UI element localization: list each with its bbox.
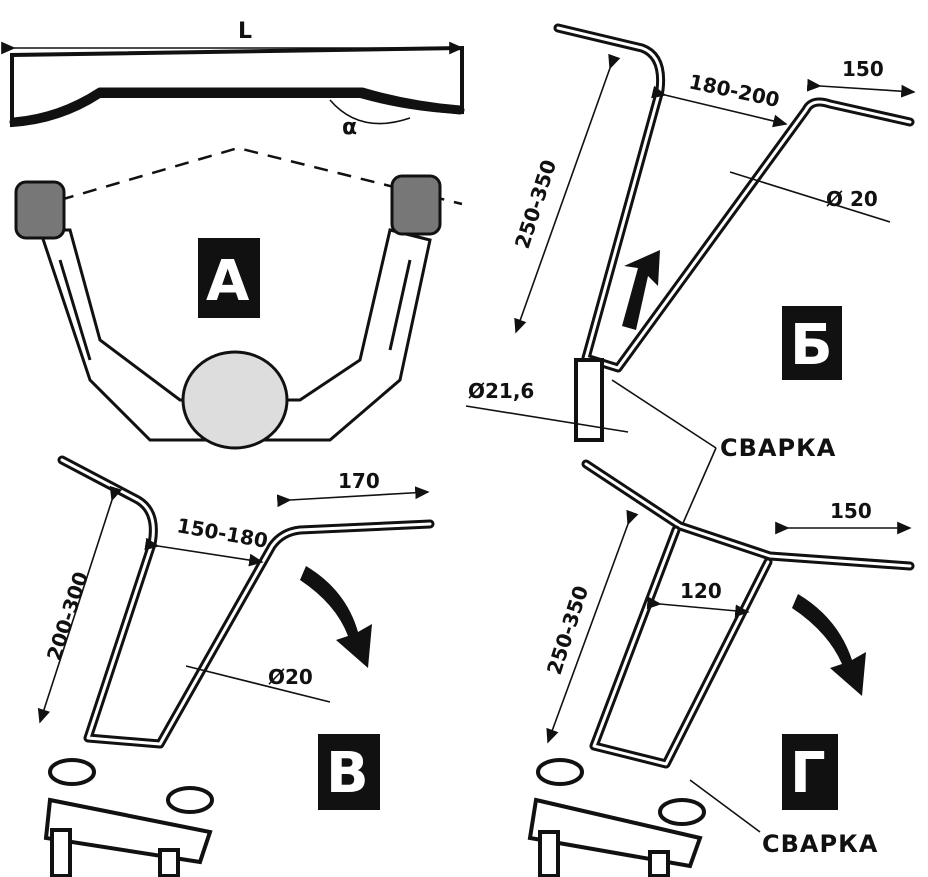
dim-label-v-grip: 170 [338, 469, 380, 493]
handlebar-g-crossbar-inner [584, 462, 912, 568]
fork-v [43, 758, 214, 877]
dim-line-v-diameter [185, 665, 331, 703]
rider-figure [14, 174, 442, 450]
dim-label-b-stem: Ø21,6 [468, 379, 534, 403]
panel-a: L α А [1, 19, 465, 450]
panel-b-letter: Б [790, 313, 833, 378]
panel-v: 200-300 150-180 170 Ø20 В [37, 455, 435, 877]
arm-guide-dashed [59, 146, 463, 206]
dim-label-v-height: 200-300 [42, 569, 93, 664]
handlebar-g-uprights [589, 525, 773, 769]
dim-label-b-top: 180-200 [687, 69, 782, 112]
dim-line-v-grip [276, 486, 430, 508]
dim-label-b-grip: 150 [842, 57, 884, 81]
handlebar-v-bar-inner [60, 458, 432, 746]
handlebar-v-bar [57, 455, 435, 749]
dim-label-g-spacing: 120 [680, 579, 722, 603]
weld-label-top: СВАРКА [720, 434, 836, 462]
dim-label-b-height: 250-350 [510, 157, 561, 252]
angle-label-alpha: α [342, 115, 357, 140]
weld-label-bottom: СВАРКА [762, 830, 878, 858]
dim-label-v-top: 150-180 [175, 513, 270, 553]
angle-arc [329, 99, 411, 125]
dim-line-b-stem [465, 405, 629, 433]
direction-arrow-v [300, 566, 372, 668]
weld-leader-top-2 [679, 447, 717, 531]
dim-line-b-grip [806, 78, 916, 98]
dim-label-g-height: 250-350 [542, 583, 593, 678]
handlebar-a-bar [9, 87, 465, 127]
fork-g [527, 758, 706, 877]
panel-a-letter-box [198, 238, 260, 318]
dim-label-v-diameter: Ø20 [268, 665, 313, 689]
panel-b: 250-350 180-200 150 Ø 20 Ø21,6 Б [465, 23, 916, 442]
weld-leader-top-1 [611, 379, 717, 449]
panel-b-letter-box [782, 306, 842, 380]
panel-a-letter: А [206, 249, 250, 314]
handlebar-a-outline [10, 45, 464, 128]
panel-v-letter-box [318, 734, 380, 810]
dim-line-b-diameter [729, 171, 891, 223]
dim-label-l: L [238, 19, 252, 44]
panel-v-letter: В [326, 741, 369, 806]
panel-g-letter: Г [790, 741, 826, 806]
dim-line-v-top [144, 537, 264, 567]
dim-line-b-top [651, 85, 788, 128]
dim-line-g-height [546, 509, 639, 744]
dim-line-v-height [37, 485, 123, 724]
dim-label-b-diameter: Ø 20 [826, 187, 878, 211]
dim-label-g-grip: 150 [830, 499, 872, 523]
dim-line-b-height [514, 53, 621, 334]
dim-line-g-spacing [646, 596, 750, 618]
panel-g-letter-box [782, 734, 838, 810]
direction-arrow-b [622, 250, 660, 330]
direction-arrow-g [792, 594, 866, 696]
weld-leader-bottom [689, 779, 761, 833]
panel-g: 250-350 120 150 Г [527, 459, 915, 877]
